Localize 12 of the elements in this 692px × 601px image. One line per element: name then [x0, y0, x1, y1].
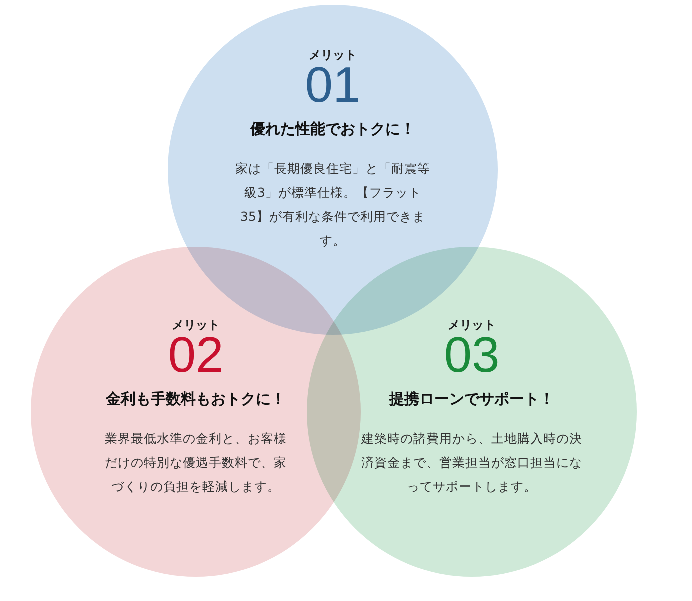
- merit-label: メリット: [448, 318, 496, 332]
- merit-description: 建築時の諸費用から、土地購入時の決済資金まで、営業担当が窓口担当になってサポートします。: [360, 430, 584, 496]
- merit-number: 01: [305, 60, 361, 110]
- merit-number: 02: [168, 330, 224, 380]
- merit-number: 03: [444, 330, 500, 380]
- merit-label: メリット: [172, 318, 220, 332]
- merit-label: メリット: [309, 48, 357, 62]
- merit-heading: 金利も手数料もおトクに！: [106, 390, 286, 409]
- merit-heading: 優れた性能でおトクに！: [250, 120, 416, 139]
- merit-description: 家は「長期優良住宅」と「耐震等級3」が標準仕様。【フラット35】が有利な条件で利用できます。: [234, 160, 432, 250]
- merit-description: 業界最低水準の金利と、お客様だけの特別な優遇手数料で、家づくりの負担を軽減します。: [104, 430, 288, 496]
- merit-heading: 提携ローンでサポート！: [390, 390, 554, 409]
